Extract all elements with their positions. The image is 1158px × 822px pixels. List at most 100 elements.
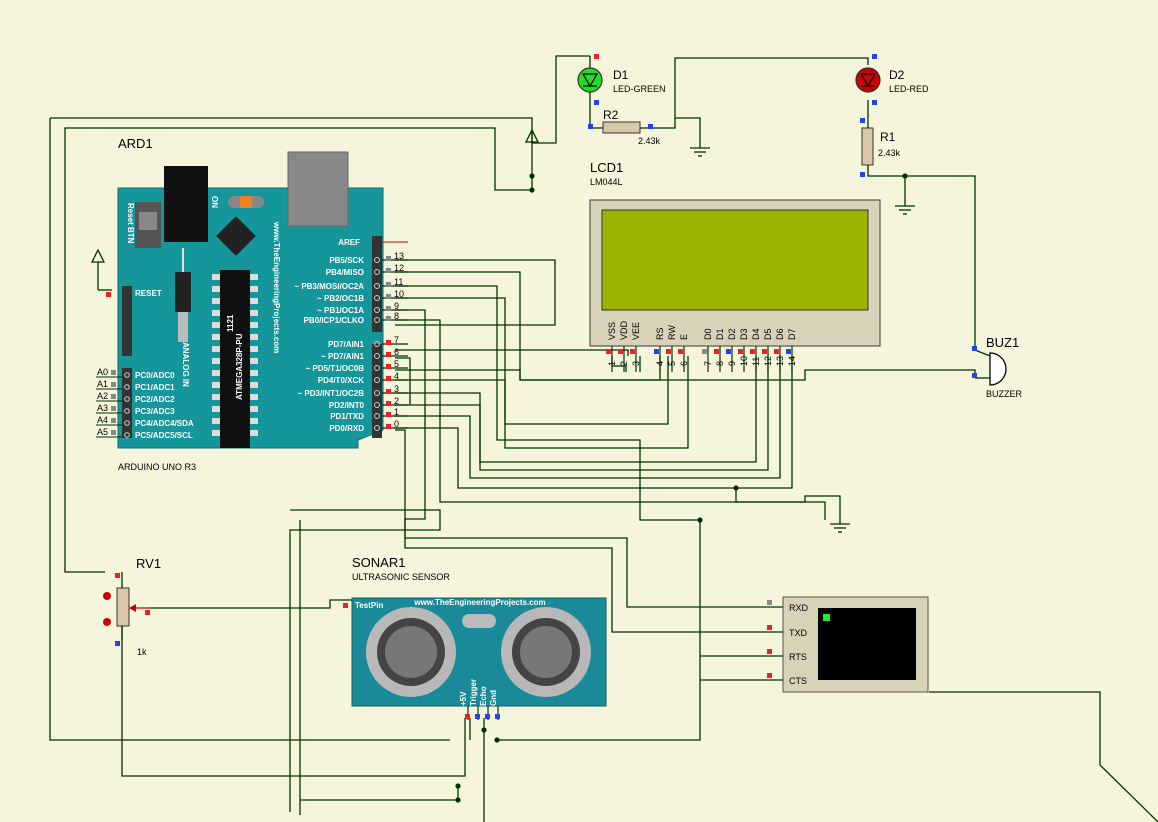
r1-body [861,127,874,166]
lcd-pin-e[interactable]: E6 [678,334,689,372]
rv1-arrow [129,604,136,612]
lcd-pin-rs[interactable]: RS4 [654,327,665,372]
ultrasonic-sensor[interactable]: SONAR1 ULTRASONIC SENSOR www.TheEngineer… [351,555,607,720]
sonar-pin-label: Trigger [469,679,478,706]
digital-pin-label: PD4/T0/XCK [318,376,364,385]
lcd-pin-d2[interactable]: D29 [726,328,737,372]
rv1-dec-icon[interactable] [103,592,111,600]
lcd-module[interactable]: LCD1 LM044L VSS1VDD2VEE3RS4RW5E6D07D18D2… [589,160,881,372]
terminal-screen [818,608,916,680]
resistor-r1[interactable]: R1 2.43k [861,120,901,172]
buzzer[interactable]: BUZ1 BUZZER [974,335,1023,399]
pin-socket [124,396,130,402]
lcd-pin-rw[interactable]: RW5 [666,325,677,372]
lcd-pin-name: D4 [751,328,761,340]
reset-btn-label: Reset BTN [126,203,135,244]
pin-marker [666,349,671,354]
terminal-pin-label: CTS [789,676,807,686]
led-red-ref: D2 [889,68,905,82]
diode-body [178,312,188,342]
led-green[interactable]: D1 LED-GREEN [577,56,666,100]
analog-in-label: ANALOG IN [181,342,190,387]
lcd-pin-name: D6 [775,328,785,340]
junction-dots [455,173,908,803]
sonar-pin-5v[interactable]: +5V [459,691,470,720]
sonar-pin-gnd[interactable]: Gnd [489,690,500,720]
digital-pin-num: 11 [394,277,403,287]
pin-marker [767,649,772,654]
chip-leg [212,394,220,400]
resistor-r2[interactable]: R2 2.43k [602,108,661,146]
analog-pin-ext: A3 [97,403,108,413]
rv1-inc-icon[interactable] [103,618,111,626]
pin-socket [124,384,130,390]
sonar-pin-trigger[interactable]: Trigger [469,679,480,720]
lcd-pin-name: D1 [715,328,725,340]
sonar-ref: SONAR1 [352,555,405,570]
pin-marker [726,349,731,354]
arduino-board [117,187,384,449]
terminal-pin-rts[interactable]: RTS [765,649,807,662]
sonar-pin-echo[interactable]: Echo [479,686,490,720]
chip-leg [250,418,258,424]
lcd-pin-d0[interactable]: D07 [702,328,713,372]
digital-pin-num: 13 [394,251,404,261]
pin-marker [386,294,391,299]
lcd-pin-d1[interactable]: D18 [714,328,725,372]
digital-pin-num: 2 [394,396,399,406]
chip-leg [250,334,258,340]
lcd-pin-name: D7 [787,328,797,340]
power-jack [164,166,208,242]
chip-leg [250,322,258,328]
led-red[interactable]: D2 LED-RED [855,67,929,94]
pin-socket [374,295,380,301]
potentiometer-rv1[interactable]: RV1 1k [103,556,161,657]
r1-value: 2.43k [878,148,901,158]
atmega-chip [220,270,250,448]
sonar-pin-label: Echo [479,686,488,706]
arduino-uno[interactable]: ARD1 ARDUINO UNO R3 Reset BTN ON ANALOG … [96,136,408,472]
pin-socket [374,402,380,408]
terminal-pin-rxd[interactable]: RXD [765,600,809,613]
virtual-terminal[interactable]: RXD TXD RTS CTS [765,596,929,693]
pin-marker [111,430,116,435]
lcd-pin-num: 10 [739,356,749,366]
terminal-pin-cts[interactable]: CTS [765,673,807,686]
digital-pin-num: 7 [394,335,399,345]
digital-pin-num: 1 [394,407,399,417]
terminal-pin-txd[interactable]: TXD [765,625,808,638]
pin-marker [386,412,391,417]
smd-chip [216,216,256,256]
led-green-body [577,67,603,93]
